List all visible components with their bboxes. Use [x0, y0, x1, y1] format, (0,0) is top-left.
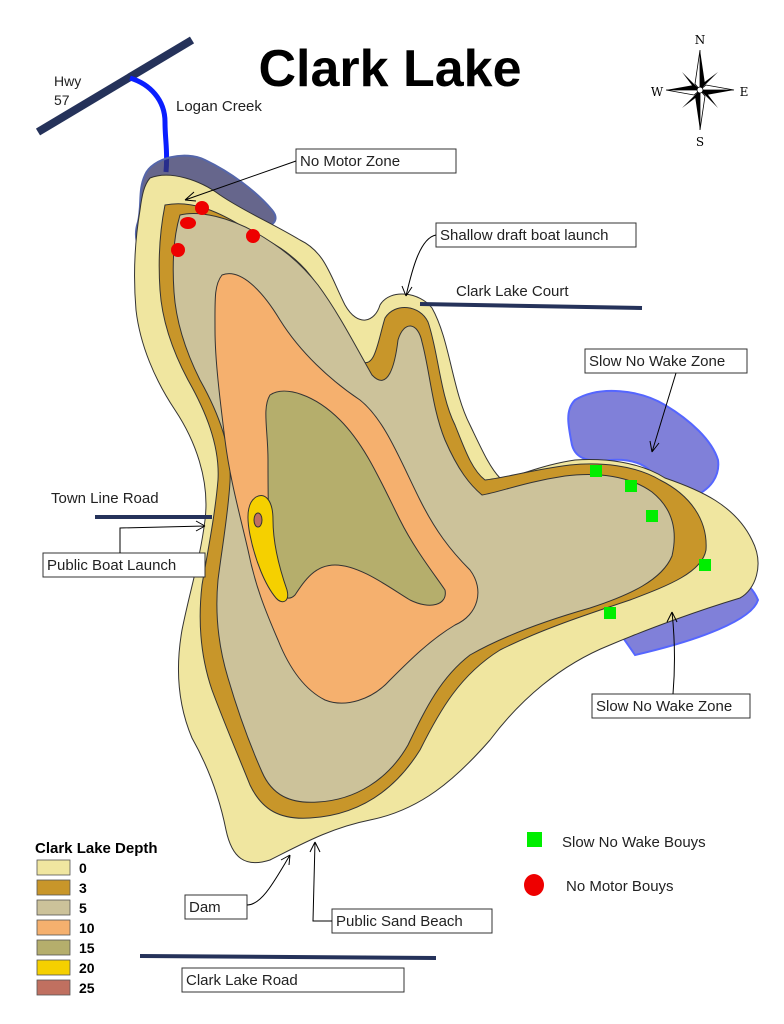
- depth-legend-swatch: [36, 879, 71, 896]
- compass-east: E: [740, 85, 749, 99]
- shallow-launch-label: Shallow draft boat launch: [440, 227, 608, 244]
- depth-legend-swatch: [36, 919, 71, 936]
- slow-no-wake-ne-box: [584, 348, 748, 374]
- slow-no-wake-bouy: [604, 607, 616, 619]
- depth-legend: 0 3 5 10 15 20 25: [36, 859, 95, 996]
- clark-lake-court-label: Clark Lake Court: [456, 283, 569, 300]
- depth-legend-swatch: [36, 859, 71, 876]
- public-sand-beach-box: [331, 908, 493, 934]
- slow-no-wake-bouys: [590, 465, 711, 619]
- motor-bouy-legend-swatch: [524, 874, 544, 896]
- depth-legend-swatch: [36, 979, 71, 996]
- shallow-launch-leader: [401, 234, 437, 297]
- public-sand-beach-label: Public Sand Beach: [336, 913, 463, 930]
- depth-legend-swatch: [36, 939, 71, 956]
- depth-contour-25: [253, 512, 263, 528]
- no-motor-bouy: [246, 229, 260, 243]
- logan-creek: [129, 75, 170, 173]
- slow-no-wake-ne-leader: [649, 372, 677, 453]
- dam-box: [184, 894, 248, 920]
- slow-no-wake-se-leader: [666, 611, 678, 695]
- slow-no-wake-bouy: [625, 480, 637, 492]
- slow-no-wake-bouy: [646, 510, 658, 522]
- compass-rose: N S E W: [651, 33, 749, 149]
- hwy-57-road: [35, 36, 195, 136]
- clark-lake-court-road: [419, 302, 643, 310]
- depth-legend-swatch: [36, 899, 71, 916]
- logan-creek-label: Logan Creek: [176, 98, 262, 115]
- no-motor-zone-box: [295, 148, 457, 174]
- depth-legend-swatch: [36, 959, 71, 976]
- compass-west: W: [651, 85, 664, 99]
- no-motor-bouys: [171, 201, 260, 257]
- slow-no-wake-ne-label: Slow No Wake Zone: [589, 353, 725, 370]
- depth-legend-value: 20: [79, 960, 95, 976]
- slow-no-wake-bouy: [699, 559, 711, 571]
- depth-legend-value: 5: [79, 900, 87, 916]
- clark-lake-road-label: Clark Lake Road: [186, 972, 298, 989]
- clark-lake-road-box: [181, 967, 405, 993]
- depth-legend-value: 10: [79, 920, 95, 936]
- public-sand-beach-leader: [309, 841, 332, 922]
- dam-leader: [246, 854, 291, 906]
- map-title: Clark Lake: [258, 40, 521, 98]
- slow-no-wake-se-label: Slow No Wake Zone: [596, 698, 732, 715]
- no-motor-zone-label: No Motor Zone: [300, 153, 400, 170]
- depth-legend-value: 0: [79, 860, 87, 876]
- depth-legend-value: 3: [79, 880, 87, 896]
- slow-bouy-legend-label: Slow No Wake Bouys: [562, 834, 706, 851]
- dam-label: Dam: [189, 899, 221, 916]
- no-motor-bouy: [195, 201, 209, 215]
- depth-legend-value: 15: [79, 940, 95, 956]
- compass-north: N: [695, 33, 706, 47]
- public-boat-launch-box: [42, 552, 206, 578]
- shallow-launch-box: [435, 222, 637, 248]
- no-motor-bouy: [180, 217, 196, 229]
- slow-no-wake-se-box: [591, 693, 751, 719]
- town-line-road-label: Town Line Road: [51, 490, 159, 507]
- depth-legend-title: Clark Lake Depth: [35, 840, 158, 857]
- no-motor-bouy: [171, 243, 185, 257]
- clark-lake-road: [139, 954, 437, 960]
- depth-legend-value: 25: [79, 980, 95, 996]
- slow-no-wake-bouy: [590, 465, 602, 477]
- hwy-label-line2: 57: [54, 92, 70, 108]
- public-boat-launch-label: Public Boat Launch: [47, 557, 176, 574]
- hwy-label-line1: Hwy: [54, 73, 81, 89]
- compass-south: S: [696, 135, 704, 149]
- motor-bouy-legend-label: No Motor Bouys: [566, 878, 674, 895]
- no-motor-zone-leader: [184, 160, 297, 202]
- public-boat-launch-leader: [119, 520, 206, 553]
- slow-bouy-legend-swatch: [527, 832, 542, 847]
